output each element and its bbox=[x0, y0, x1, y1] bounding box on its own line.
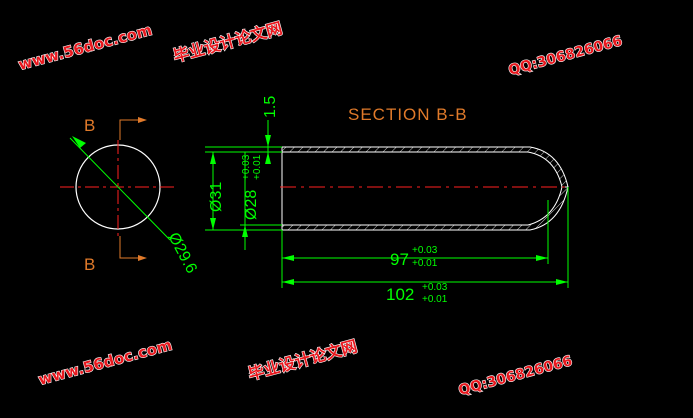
dim-total-length-tol-upper: +0.03 bbox=[422, 282, 448, 293]
watermark-qq: QQ:306826066 bbox=[457, 353, 574, 399]
section-cut-top bbox=[119, 119, 145, 140]
section-title: SECTION B-B bbox=[348, 105, 468, 124]
dim-arrow bbox=[282, 255, 294, 261]
section-arrow-top bbox=[138, 117, 147, 123]
diameter-leader bbox=[69, 137, 171, 241]
watermark-name: 毕业设计论文网 bbox=[171, 19, 284, 66]
watermark-site: www.56doc.com bbox=[36, 336, 174, 389]
section-arrow-bottom bbox=[138, 255, 147, 261]
dim-inner-length: 97 bbox=[390, 250, 409, 269]
dim-inner-diameter: Ø28 bbox=[243, 190, 260, 220]
dim-outer-diameter: Ø31 bbox=[208, 182, 225, 212]
dim-inner-tol-upper: +0.03 bbox=[241, 154, 252, 180]
dim-arrow bbox=[282, 279, 294, 285]
dim-arrow bbox=[556, 279, 568, 285]
dim-circle-diameter: Ø29.6 bbox=[164, 230, 200, 277]
dim-arrow bbox=[210, 218, 216, 230]
dim-wall: 1.5 bbox=[262, 96, 279, 118]
dim-inner-tol-lower: +0.01 bbox=[252, 154, 263, 180]
dim-inner-length-tol-upper: +0.03 bbox=[412, 245, 438, 256]
section-label-bottom: B bbox=[84, 255, 95, 274]
dim-arrow bbox=[265, 152, 271, 164]
dim-total-length: 102 bbox=[386, 285, 414, 304]
dim-arrow bbox=[536, 255, 548, 261]
dim-arrow bbox=[210, 152, 216, 164]
dim-arrow bbox=[242, 225, 248, 237]
dim-inner-length-tol-lower: +0.01 bbox=[412, 258, 438, 269]
leader-arrow bbox=[72, 136, 86, 148]
watermark-qq: QQ:306826066 bbox=[507, 33, 624, 79]
watermark-site: www.56doc.com bbox=[16, 21, 154, 74]
dims-length bbox=[281, 187, 569, 288]
dim-total-length-tol-lower: +0.01 bbox=[422, 294, 448, 305]
dim-arrow bbox=[265, 135, 271, 147]
section-cut-bottom bbox=[119, 236, 145, 259]
section-label-top: B bbox=[84, 116, 95, 135]
tube-wall-top bbox=[281, 146, 569, 188]
watermark-name: 毕业设计论文网 bbox=[246, 337, 359, 384]
tube-wall-bottom bbox=[281, 186, 569, 231]
